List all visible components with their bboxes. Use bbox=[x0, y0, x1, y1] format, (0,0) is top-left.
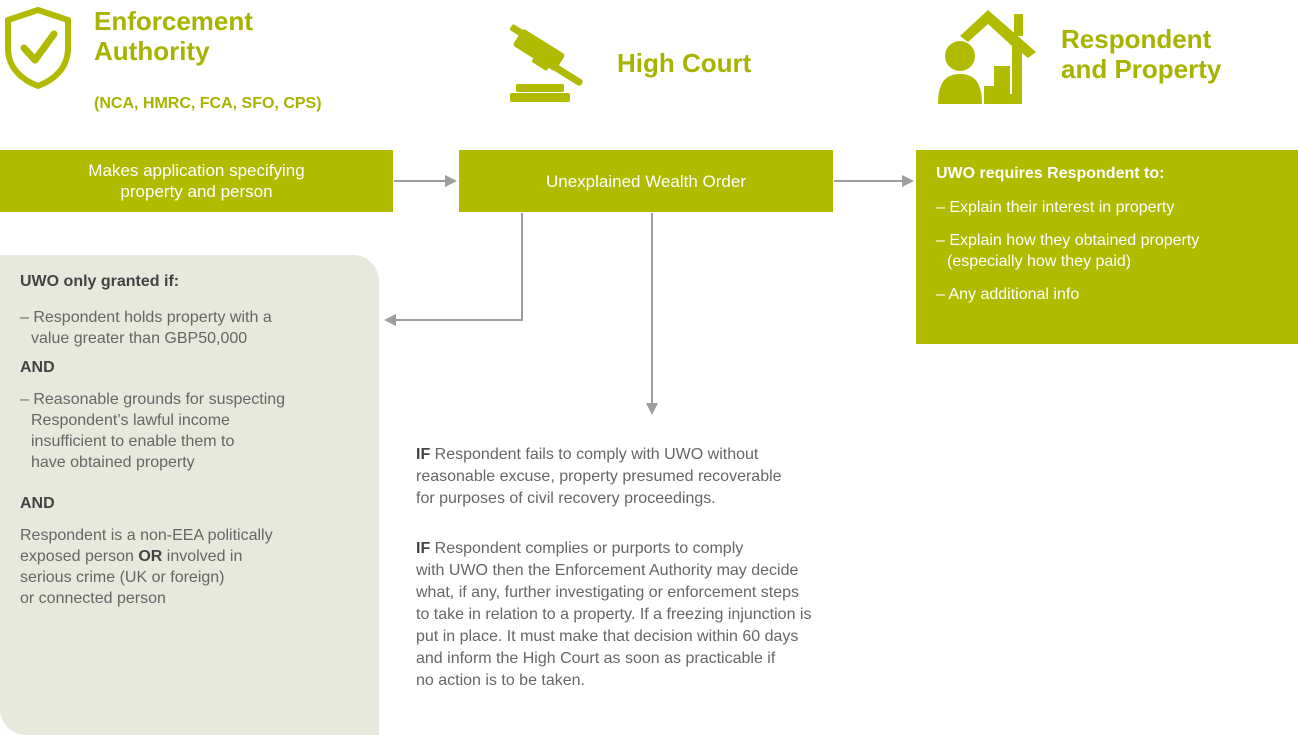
requirements-title: UWO requires Respondent to: bbox=[936, 165, 1165, 182]
respondent-property-title: Respondent and Property bbox=[1061, 24, 1222, 84]
and-label: AND bbox=[20, 495, 55, 512]
conditions-title: UWO only granted if: bbox=[20, 273, 180, 290]
condition-item: Respondent is a non-EEA politically expo… bbox=[20, 527, 273, 607]
requirement-item: – Any additional info bbox=[936, 286, 1080, 303]
enforcement-authority-title: Enforcement Authority bbox=[94, 6, 253, 66]
requirement-item: – Explain their interest in property bbox=[936, 199, 1175, 216]
shield-check-icon bbox=[4, 6, 72, 90]
uwo-box: Unexplained Wealth Order bbox=[459, 150, 833, 212]
requirements-panel: UWO requires Respondent to: – Explain th… bbox=[916, 150, 1298, 344]
conditions-panel: UWO only granted if: – Respondent holds … bbox=[0, 255, 379, 735]
condition-item: – Reasonable grounds for suspecting Resp… bbox=[20, 391, 286, 471]
outcome-fail-text: IF Respondent fails to comply with UWO w… bbox=[416, 446, 782, 507]
gavel-icon bbox=[506, 22, 590, 104]
condition-item: – Respondent holds property with a value… bbox=[20, 309, 272, 347]
high-court-title: High Court bbox=[617, 48, 752, 78]
requirement-item: – Explain how they obtained property (es… bbox=[936, 232, 1200, 270]
person-house-icon bbox=[936, 8, 1040, 104]
and-label: AND bbox=[20, 359, 55, 376]
arrow-uwo-to-conditions bbox=[384, 213, 523, 326]
outcome-comply-text: IF Respondent complies or purports to co… bbox=[416, 540, 812, 689]
application-box: Makes application specifying property an… bbox=[0, 150, 393, 212]
enforcement-authority-subtitle: (NCA, HMRC, FCA, SFO, CPS) bbox=[94, 95, 322, 112]
